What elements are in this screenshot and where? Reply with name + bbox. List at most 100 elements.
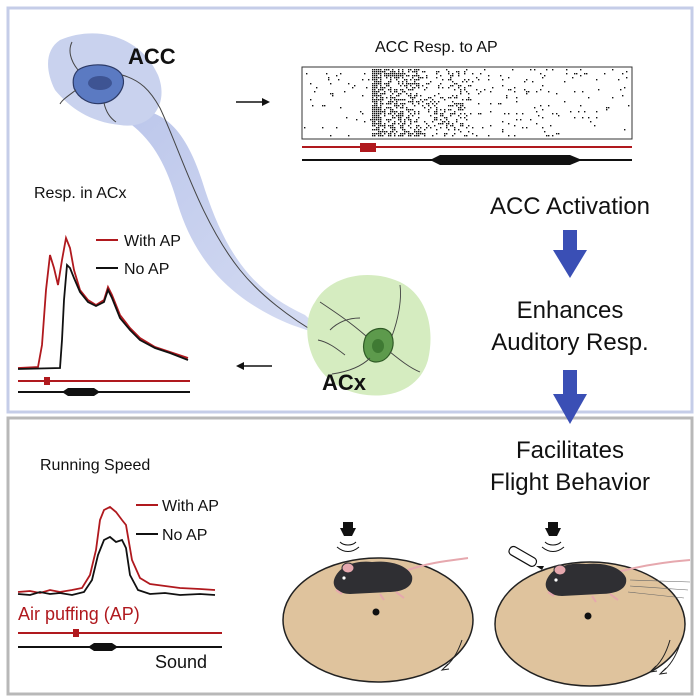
raster-spike (410, 135, 412, 137)
raster-spike (392, 111, 394, 113)
raster-spike (448, 129, 450, 131)
raster-spike (584, 111, 586, 113)
projection-tract (125, 110, 330, 338)
raster-spike (400, 93, 402, 95)
raster-spike (450, 115, 452, 117)
raster-spike (384, 75, 386, 77)
raster-spike (434, 101, 436, 103)
raster-spike (442, 87, 444, 89)
raster-spike (552, 113, 554, 115)
raster-spike (410, 85, 412, 87)
raster-spike (376, 79, 378, 81)
raster-spike (374, 91, 376, 93)
raster-spike (408, 71, 410, 73)
raster-spike (378, 115, 380, 117)
raster-spike (412, 77, 414, 79)
raster-spike (372, 107, 374, 109)
raster-spike (490, 111, 492, 113)
raster-spike (452, 113, 454, 115)
raster-spike (392, 101, 394, 103)
raster-spike (374, 113, 376, 115)
raster-spike (374, 99, 376, 101)
raster-spike (396, 103, 398, 105)
raster-spike (380, 109, 382, 111)
raster-spike (464, 107, 466, 109)
raster-spike (408, 135, 410, 137)
raster-spike (490, 103, 492, 105)
raster-spike (310, 99, 312, 101)
raster-spike (404, 85, 406, 87)
mouse-scene-with-ap (494, 522, 691, 687)
raster-spike (390, 89, 392, 91)
raster-spike (378, 117, 380, 119)
raster-spike (434, 95, 436, 97)
raster-spike (378, 89, 380, 91)
raster-spike (470, 99, 472, 101)
raster-spike (528, 91, 530, 93)
raster-spike (428, 105, 430, 107)
raster-spike (404, 121, 406, 123)
raster-spike (380, 85, 382, 87)
raster-spike (468, 99, 470, 101)
raster-spike (414, 87, 416, 89)
raster-spike (362, 113, 364, 115)
raster-spike (574, 117, 576, 119)
raster-spike (392, 69, 394, 71)
raster-spike (508, 89, 510, 91)
raster-spike (416, 101, 418, 103)
raster-spike (390, 73, 392, 75)
raster-spike (444, 121, 446, 123)
raster-spike (402, 73, 404, 75)
raster-spike (390, 75, 392, 77)
raster-spike (542, 77, 544, 79)
raster-spike (332, 95, 334, 97)
raster-spike (314, 91, 316, 93)
raster-spike (456, 105, 458, 107)
raster-spike (408, 117, 410, 119)
raster-spike (348, 135, 350, 137)
raster-spike (400, 135, 402, 137)
raster-spike (410, 95, 412, 97)
raster-spike (380, 95, 382, 97)
raster-spike (372, 129, 374, 131)
raster-spike (454, 111, 456, 113)
raster-spike (364, 73, 366, 75)
raster-spike (372, 113, 374, 115)
raster-spike (396, 79, 398, 81)
raster-spike (460, 131, 462, 133)
raster-spike (378, 83, 380, 85)
raster-spike (386, 85, 388, 87)
raster-spike (446, 125, 448, 127)
raster-spike (374, 125, 376, 127)
raster-spike (444, 111, 446, 113)
raster-spike (374, 101, 376, 103)
raster-spike (508, 113, 510, 115)
raster-spike (416, 79, 418, 81)
raster-spike (412, 71, 414, 73)
raster-spike (410, 121, 412, 123)
raster-spike (490, 125, 492, 127)
raster-spike (450, 75, 452, 77)
raster-spike (372, 83, 374, 85)
flow-arrow-2-icon (553, 370, 587, 424)
raster-spike (418, 117, 420, 119)
speaker-icon (541, 522, 565, 552)
raster-spike (374, 89, 376, 91)
raster-spike (440, 119, 442, 121)
raster-spike (390, 119, 392, 121)
raster-spike (388, 125, 390, 127)
raster-spike (426, 123, 428, 125)
raster-spike (374, 87, 376, 89)
raster-spike (378, 125, 380, 127)
raster-spike (394, 121, 396, 123)
resp-trace-no-ap (17, 262, 189, 370)
raster-spike (454, 103, 456, 105)
mouse-icon-left (333, 557, 469, 601)
raster-spike (418, 69, 420, 71)
raster-spike (618, 79, 620, 81)
raster-spike (392, 109, 394, 111)
raster-spike (582, 91, 584, 93)
raster-spike (394, 77, 396, 79)
raster-spike (412, 115, 414, 117)
raster-spike (436, 119, 438, 121)
